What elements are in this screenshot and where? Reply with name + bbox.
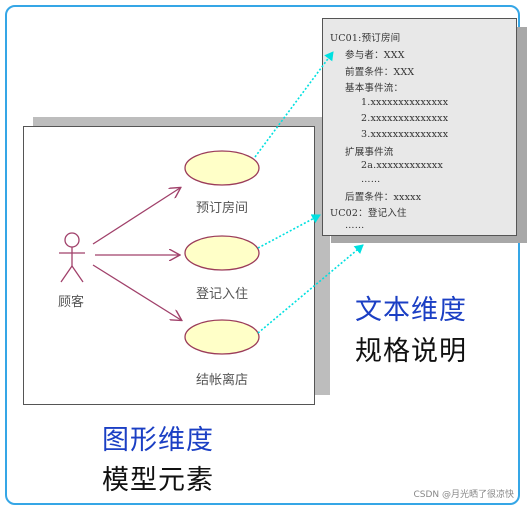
use-case-ellipse-check-out bbox=[184, 319, 260, 355]
doc-line-step-2: 2.xxxxxxxxxxxxxx bbox=[361, 113, 449, 124]
doc-line-step-3: 3.xxxxxxxxxxxxxx bbox=[361, 129, 449, 140]
doc-line-postcondition: 后置条件：xxxxx bbox=[345, 192, 422, 203]
watermark: CSDN @月光晒了很凉快 bbox=[413, 490, 514, 500]
text-dimension-subtitle: 规格说明 bbox=[355, 336, 467, 367]
connector-book-room-to-spec bbox=[254, 51, 334, 158]
doc-line-extension-flow: 扩展事件流 bbox=[345, 147, 394, 158]
doc-line-basic-flow: 基本事件流： bbox=[345, 83, 404, 94]
connector-check-out-to-spec bbox=[257, 244, 364, 334]
use-case-spec-panel: UC01:预订房间 参与者：XXX 前置条件：XXX 基本事件流： 1.xxxx… bbox=[322, 18, 517, 236]
doc-line-ellipsis-1: …… bbox=[361, 174, 381, 185]
use-case-ellipse-check-in bbox=[184, 235, 260, 271]
association-line-book-room bbox=[92, 188, 180, 245]
doc-line-precondition: 前置条件：XXX bbox=[345, 67, 415, 78]
doc-line-actor: 参与者：XXX bbox=[345, 50, 405, 61]
connector-check-in-to-spec bbox=[257, 214, 321, 249]
use-case-label-book-room: 预订房间 bbox=[196, 201, 249, 216]
doc-line-step-1: 1.xxxxxxxxxxxxxx bbox=[361, 97, 449, 108]
use-case-label-check-out: 结帐离店 bbox=[196, 373, 249, 388]
graphic-dimension-subtitle: 模型元素 bbox=[102, 465, 214, 496]
text-dimension-title: 文本维度 bbox=[355, 295, 467, 326]
use-case-label-check-in: 登记入住 bbox=[196, 287, 249, 302]
doc-line-ellipsis-2: …… bbox=[345, 220, 365, 231]
association-line-check-out bbox=[92, 264, 181, 320]
doc-line-uc01-title: UC01:预订房间 bbox=[330, 33, 401, 44]
doc-line-uc02-title: UC02：登记入住 bbox=[330, 208, 407, 219]
actor-label: 顾客 bbox=[58, 295, 85, 310]
graphic-dimension-title: 图形维度 bbox=[102, 425, 214, 456]
actor-stick-figure bbox=[59, 232, 85, 283]
use-case-ellipse-book-room bbox=[184, 150, 260, 186]
doc-line-step-2a: 2a.xxxxxxxxxxxx bbox=[361, 160, 444, 171]
